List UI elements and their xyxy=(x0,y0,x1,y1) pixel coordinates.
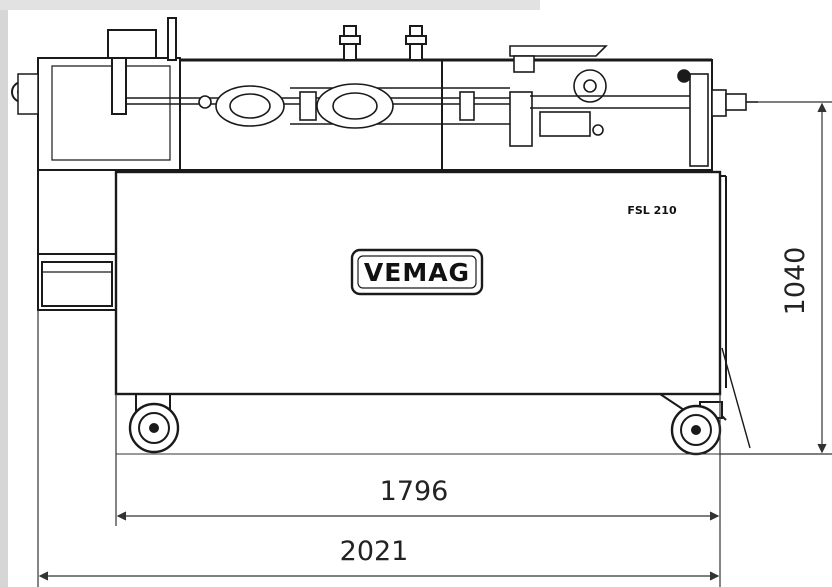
machine-outline xyxy=(11,17,758,456)
dimension-lines xyxy=(37,101,832,587)
top-gray-margin xyxy=(0,0,540,10)
right-drive xyxy=(509,45,758,167)
vemag-logo-badge xyxy=(350,248,484,296)
top-connectors xyxy=(339,25,427,61)
vemag-logo-text: VEMAG xyxy=(364,258,470,287)
left-chute xyxy=(37,169,117,311)
right-support-strut xyxy=(721,347,751,449)
right-caster xyxy=(659,393,727,456)
inner-width-dimension-label: 1796 xyxy=(380,476,449,507)
left-hopper xyxy=(11,17,181,171)
height-dimension-label: 1040 xyxy=(780,247,811,316)
left-caster xyxy=(128,394,180,454)
overall-width-dimension-label: 2021 xyxy=(340,536,409,567)
linkage-assembly xyxy=(126,83,533,147)
model-label: FSL 210 xyxy=(627,204,677,217)
left-gray-margin xyxy=(0,0,8,587)
